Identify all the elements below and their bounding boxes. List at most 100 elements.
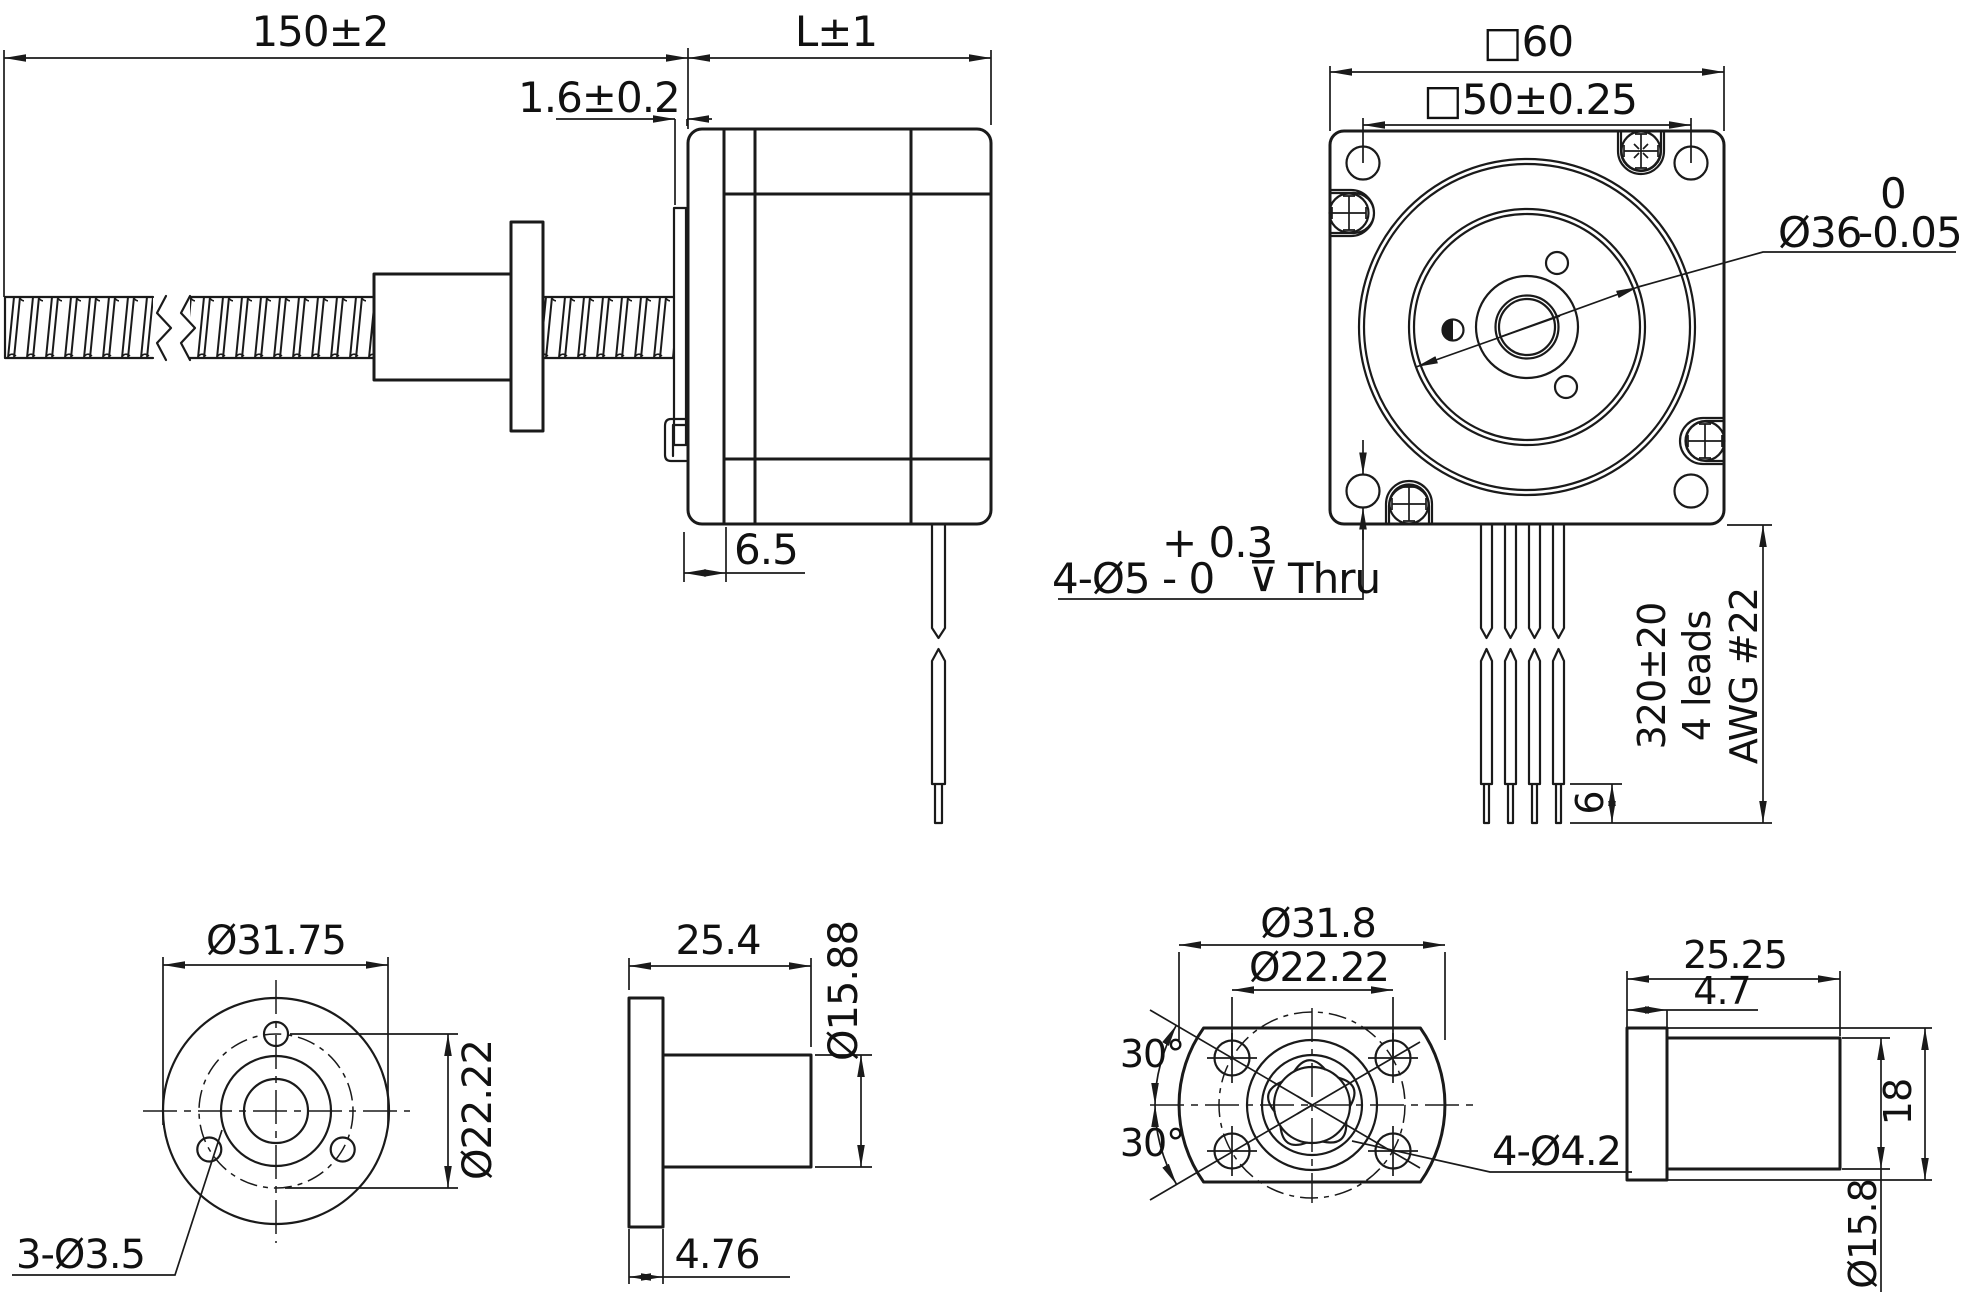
dim-lead-gauge: AWG #22 [1722, 588, 1766, 764]
dim-body-length: L±1 [795, 7, 877, 56]
extension-line [628, 958, 812, 1047]
thread-segment [190, 297, 374, 358]
dim-mount-holes: 4-Ø5 [1052, 554, 1150, 603]
rotor-hole [1553, 374, 1579, 400]
extension-line [815, 1054, 872, 1168]
wire [930, 522, 947, 825]
rotor-hole [1544, 250, 1570, 276]
boss-circle-outer [1357, 157, 1697, 497]
hub-circle [1474, 274, 1580, 380]
motor-body-side [686, 127, 993, 526]
bore-circle [1260, 1053, 1364, 1157]
lead-wire-side [930, 522, 947, 825]
dim-bolt-circle: Ø22.22 [455, 1040, 501, 1180]
shaft-bore-chamfer [1497, 297, 1557, 357]
flange-hole [196, 1136, 223, 1163]
pilot-circles [1357, 157, 1697, 497]
dim-lead-count: 4 leads [1675, 611, 1719, 741]
thread-start-mark [1296, 1095, 1314, 1115]
housing-section-lines [722, 192, 993, 461]
nut-a-side-dimensions: 25.4 Ø15.88 4.76 [628, 918, 872, 1284]
mounting-hole [1345, 473, 1381, 509]
terminal-lug [663, 417, 688, 463]
oblong-flange-outline [1177, 1026, 1447, 1184]
dim-body-od: Ø15.8 [1841, 1179, 1885, 1289]
dim-nut-length: 25.25 [1683, 933, 1787, 977]
angle-arc [1151, 1064, 1162, 1106]
phillips-icon [1331, 195, 1367, 231]
nut-a-front-view: Ø31.75 Ø22.22 3-Ø3.5 [12, 918, 501, 1278]
phillips-icon [1391, 486, 1427, 522]
dim-pilot-diameter: Ø36 [1778, 208, 1862, 257]
bolt-circle [1218, 1011, 1406, 1199]
wire [1551, 522, 1566, 825]
angle-arc [1159, 1024, 1178, 1065]
motor-housing [686, 127, 993, 526]
dim-mount-holes-upper: + 0.3 [1162, 518, 1272, 567]
dim-angle-upper: 30° [1120, 1032, 1184, 1076]
dim-bolt-circle: Ø22.22 [1249, 945, 1389, 991]
depth-symbol-icon: ⊽ [1248, 552, 1278, 601]
bolt-circle [198, 1033, 354, 1189]
nut-body [661, 1053, 813, 1169]
nut-b-side-dimensions: 18 Ø15.8 25.25 4.7 [1626, 933, 1932, 1292]
side-view-dimensions: 150±2 L±1 1.6±0.2 6.5 [3, 7, 992, 582]
nut-b-front-dimensions: Ø31.8 Ø22.22 30° 30° 4-Ø4.2 [1120, 901, 1632, 1186]
extension-line [1329, 66, 1725, 131]
dim-mount-spacing: □50±0.25 [1423, 75, 1637, 124]
dim-nut-length: 25.4 [675, 918, 760, 964]
extension-line [162, 957, 389, 1125]
nut-b-side-view: 18 Ø15.8 25.25 4.7 [1625, 933, 1932, 1292]
break-line [155, 294, 173, 362]
dim-flange-thickness: 4.76 [674, 1232, 759, 1278]
mounting-plate [672, 206, 688, 447]
assembly-screws [1328, 129, 1726, 526]
dim-front-cap: 6.5 [734, 525, 798, 574]
flange-nut-side [372, 220, 545, 433]
dim-strip-length: 6 [1568, 791, 1612, 814]
screw-outline [3, 295, 676, 360]
screw-head [1620, 130, 1662, 172]
lead-wires-front [1479, 522, 1566, 825]
dim-lead-length: 320±20 [1630, 603, 1674, 750]
leader-line [1637, 251, 1956, 288]
front-view-dimensions: □60 □50±0.25 Ø36 -0.05 0 4-Ø5 - 0 + 0.3 … [1052, 17, 1963, 824]
mounting-hole [1673, 473, 1709, 509]
boss-circle-inner [1362, 162, 1692, 492]
shaft-bore [1494, 294, 1560, 360]
flange-hole [262, 1020, 290, 1048]
pilot-circle-inner [1412, 212, 1642, 442]
dim-frame-size: □60 [1483, 17, 1573, 66]
index-hole-fill [1442, 319, 1453, 341]
leader-line [1351, 1140, 1632, 1173]
dim-plate-thickness: 1.6±0.2 [518, 73, 680, 122]
extension-line [674, 119, 688, 205]
screw-head [1388, 483, 1430, 525]
nut-body [372, 272, 513, 382]
leader-line [1058, 530, 1364, 600]
dim-flange-od: Ø31.8 [1260, 901, 1376, 947]
nut-flange [509, 220, 545, 433]
screw-bore-circle [242, 1077, 310, 1145]
dim-line [1415, 315, 1561, 368]
wire [1503, 522, 1518, 825]
nut-body-circle [1245, 1038, 1379, 1172]
thread-segment [543, 297, 674, 358]
leader-line [12, 1129, 223, 1276]
screw-slot [1328, 188, 1376, 238]
pilot-circle [1407, 207, 1647, 447]
phillips-icon [1623, 133, 1659, 169]
nut-flange [627, 996, 665, 1229]
dim-flange-thickness: 4.7 [1693, 969, 1750, 1013]
flange-hole [329, 1136, 356, 1163]
extension-line [1178, 952, 1446, 1040]
dim-screw-length: 150±2 [251, 7, 388, 56]
dim-thru-label: Thru [1287, 554, 1380, 603]
nut-body-circle [219, 1054, 333, 1168]
dim-flange-holes: 3-Ø3.5 [16, 1232, 145, 1278]
lead-screw [3, 294, 676, 362]
nut-flange [1625, 1026, 1669, 1182]
hole-centerlines-diagonal [1149, 1009, 1421, 1201]
